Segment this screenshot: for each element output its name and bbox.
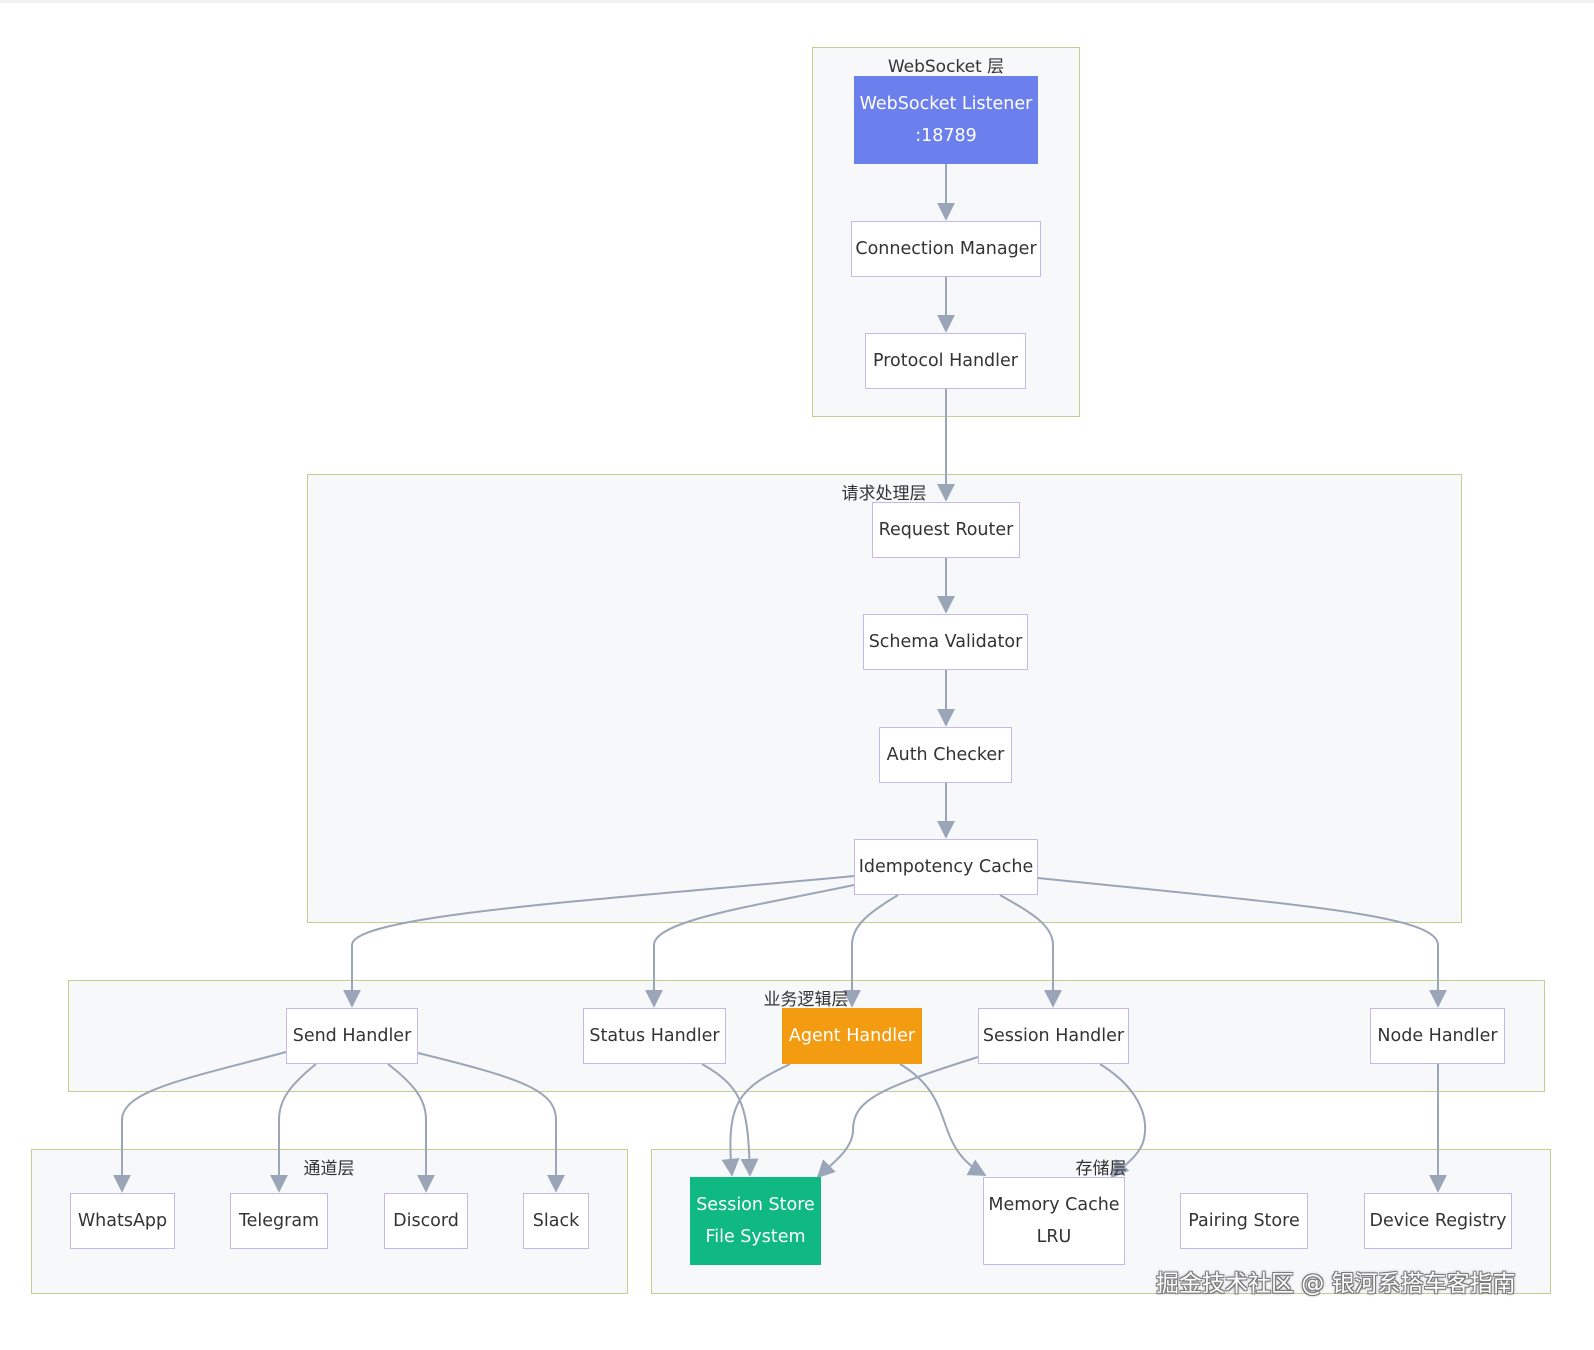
node-label-line2: LRU: [1036, 1227, 1072, 1247]
node-label-line2: File System: [705, 1227, 806, 1247]
cluster-label-business: 业务逻辑层: [763, 990, 849, 1010]
node-telegram[interactable]: Telegram: [230, 1193, 328, 1249]
node-label: Schema Validator: [868, 632, 1023, 652]
node-idempotency-cache[interactable]: Idempotency Cache: [854, 839, 1038, 895]
node-label: Slack: [532, 1211, 580, 1231]
node-connection-manager[interactable]: Connection Manager: [851, 221, 1041, 277]
cluster-label-storage: 存储层: [1075, 1159, 1127, 1179]
edge-session-handler-to-memory-cache: [1099, 1063, 1147, 1179]
node-protocol-handler[interactable]: Protocol Handler: [865, 333, 1026, 389]
node-label-line1: Session Store: [696, 1195, 815, 1215]
node-label: Protocol Handler: [873, 351, 1018, 371]
node-label: Send Handler: [292, 1026, 412, 1046]
edge-idempotency-cache-to-status-handler: [645, 884, 855, 1008]
node-session-store[interactable]: Session Store File System: [690, 1177, 821, 1265]
edge-send-handler-to-telegram: [270, 1063, 317, 1193]
node-label-line2: :18789: [915, 126, 977, 146]
node-label: Connection Manager: [855, 239, 1037, 259]
node-websocket-listener[interactable]: WebSocket Listener :18789: [854, 76, 1038, 164]
edge-send-handler-to-whatsapp: [113, 1051, 287, 1193]
edge-status-handler-to-session-store: [701, 1063, 759, 1177]
edge-idempotency-cache-to-node-handler: [1037, 877, 1447, 1008]
node-label: Telegram: [238, 1211, 320, 1231]
edge-idempotency-cache-to-agent-handler: [843, 894, 899, 1008]
node-label: Request Router: [878, 520, 1014, 540]
node-whatsapp[interactable]: WhatsApp: [70, 1193, 175, 1249]
node-label: Node Handler: [1377, 1026, 1498, 1046]
node-pairing-store[interactable]: Pairing Store: [1180, 1193, 1308, 1249]
cluster-label-channel: 通道层: [303, 1159, 355, 1179]
node-label-line1: Memory Cache: [988, 1195, 1120, 1215]
node-send-handler[interactable]: Send Handler: [286, 1008, 418, 1064]
edge-idempotency-cache-to-session-handler: [999, 894, 1062, 1008]
node-node-handler[interactable]: Node Handler: [1370, 1008, 1505, 1064]
cluster-label-websocket: WebSocket 层: [887, 57, 1005, 77]
edge-session-handler-to-session-store: [816, 1056, 979, 1179]
node-label: Pairing Store: [1188, 1211, 1300, 1231]
node-label: Auth Checker: [886, 745, 1005, 765]
edge-send-handler-to-slack: [417, 1052, 565, 1193]
node-status-handler[interactable]: Status Handler: [583, 1008, 726, 1064]
top-border: [0, 0, 1594, 3]
node-label: Device Registry: [1369, 1211, 1507, 1231]
node-device-registry[interactable]: Device Registry: [1364, 1193, 1512, 1249]
node-session-handler[interactable]: Session Handler: [978, 1008, 1129, 1064]
node-label: Status Handler: [589, 1026, 720, 1046]
node-request-router[interactable]: Request Router: [872, 502, 1020, 558]
edge-idempotency-cache-to-send-handler: [343, 875, 855, 1008]
node-memory-cache[interactable]: Memory Cache LRU: [983, 1177, 1125, 1265]
node-label: Session Handler: [982, 1026, 1125, 1046]
watermark-text: 掘金技术社区 @ 银河系搭车客指南: [1156, 1271, 1516, 1297]
cluster-label-request: 请求处理层: [841, 484, 927, 504]
edge-agent-handler-to-memory-cache: [899, 1063, 987, 1176]
node-label: WhatsApp: [77, 1211, 168, 1231]
node-label: Idempotency Cache: [858, 857, 1034, 877]
node-label: Discord: [393, 1211, 459, 1231]
node-label: Agent Handler: [788, 1026, 916, 1046]
edge-agent-handler-to-session-store: [721, 1063, 791, 1177]
node-schema-validator[interactable]: Schema Validator: [863, 614, 1028, 670]
node-discord[interactable]: Discord: [384, 1193, 468, 1249]
node-agent-handler[interactable]: Agent Handler: [782, 1008, 922, 1064]
edge-send-handler-to-discord: [387, 1063, 435, 1193]
node-label-line1: WebSocket Listener: [859, 94, 1033, 114]
node-auth-checker[interactable]: Auth Checker: [879, 727, 1012, 783]
node-slack[interactable]: Slack: [523, 1193, 589, 1249]
